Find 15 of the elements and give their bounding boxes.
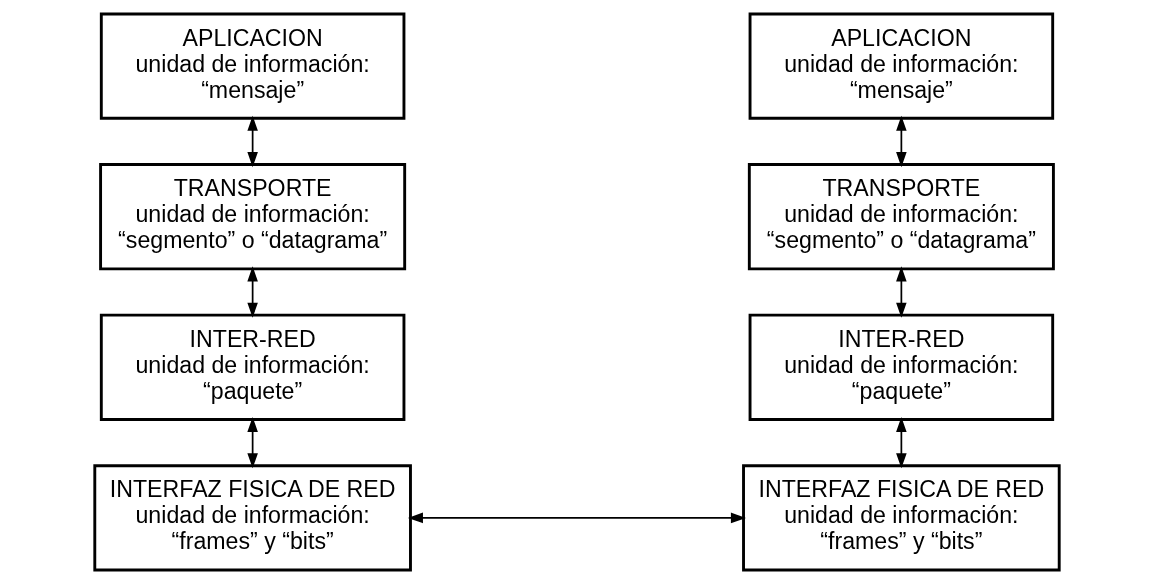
arrow xyxy=(896,416,907,469)
arrow xyxy=(247,115,258,168)
arrow xyxy=(896,115,907,168)
node-box: TRANSPORTE unidad de información: “segmento” o “datagrama” xyxy=(99,163,407,271)
node-box: INTERFAZ FISICA DE RED unidad de información: “frames” y “bits” xyxy=(93,464,412,572)
node-box: INTER-RED unidad de información: “paquete” xyxy=(99,313,406,421)
arrow xyxy=(247,416,258,469)
node-box: APLICACION unidad de información: “mensaje” xyxy=(99,12,406,120)
node-box: TRANSPORTE unidad de información: “segmento” o “datagrama” xyxy=(747,163,1055,271)
node-box: INTER-RED unidad de información: “paquete” xyxy=(748,313,1055,421)
arrow xyxy=(896,266,907,318)
arrow xyxy=(407,512,746,524)
node-box: APLICACION unidad de información: “mensaje” xyxy=(748,12,1055,120)
arrow xyxy=(247,266,258,318)
node-box: INTERFAZ FISICA DE RED unidad de información: “frames” y “bits” xyxy=(742,464,1061,572)
